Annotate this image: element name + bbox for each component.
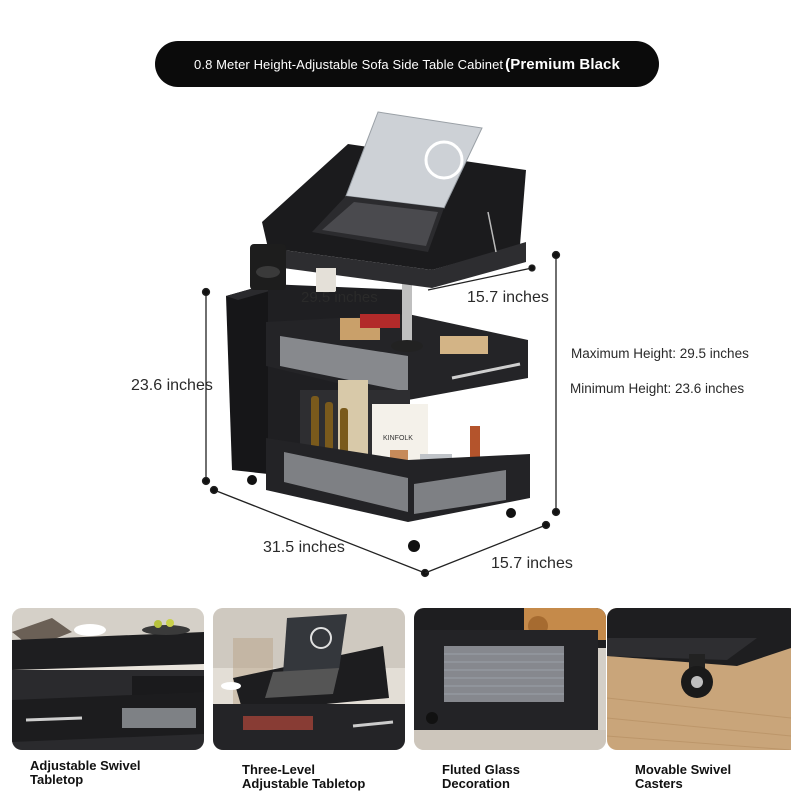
- title-banner: 0.8 Meter Height-Adjustable Sofa Side Ta…: [155, 41, 659, 87]
- title-suffix: (Premium Black: [505, 55, 620, 73]
- min-height-note: Minimum Height: 23.6 inches: [570, 381, 745, 396]
- dimension-top-width: 29.5 inches: [301, 289, 378, 306]
- laptop-icon: [312, 111, 483, 252]
- feature-caption-three-level: Three-Level Adjustable Tabletop: [242, 762, 366, 791]
- feature-caption-swivel-tabletop: Adjustable Swivel Tabletop: [30, 758, 141, 787]
- feature-thumb-casters: [607, 608, 799, 750]
- dimension-lines: [201, 250, 561, 578]
- product-illustration: KINFOLK: [201, 111, 561, 578]
- dimension-base-depth: 15.7 inches: [491, 555, 573, 572]
- dimension-top-depth: 15.7 inches: [467, 289, 549, 306]
- cabinet-body: KINFOLK: [226, 284, 530, 552]
- title-text: 0.8 Meter Height-Adjustable Sofa Side Ta…: [194, 56, 504, 72]
- feature-thumb-three-level: [213, 608, 405, 750]
- max-height-note: Maximum Height: 29.5 inches: [571, 346, 749, 361]
- dimension-height-left: 23.6 inches: [131, 377, 213, 394]
- feature-caption-casters: Movable Swivel Casters: [635, 762, 732, 791]
- feature-thumb-swivel-tabletop: [12, 608, 204, 750]
- dimension-base-width: 31.5 inches: [263, 539, 345, 556]
- book-label: KINFOLK: [383, 435, 413, 442]
- lift-pole: [402, 262, 412, 346]
- feature-thumb-fluted-glass: [414, 608, 606, 750]
- feature-caption-fluted-glass: Fluted Glass Decoration: [442, 762, 521, 791]
